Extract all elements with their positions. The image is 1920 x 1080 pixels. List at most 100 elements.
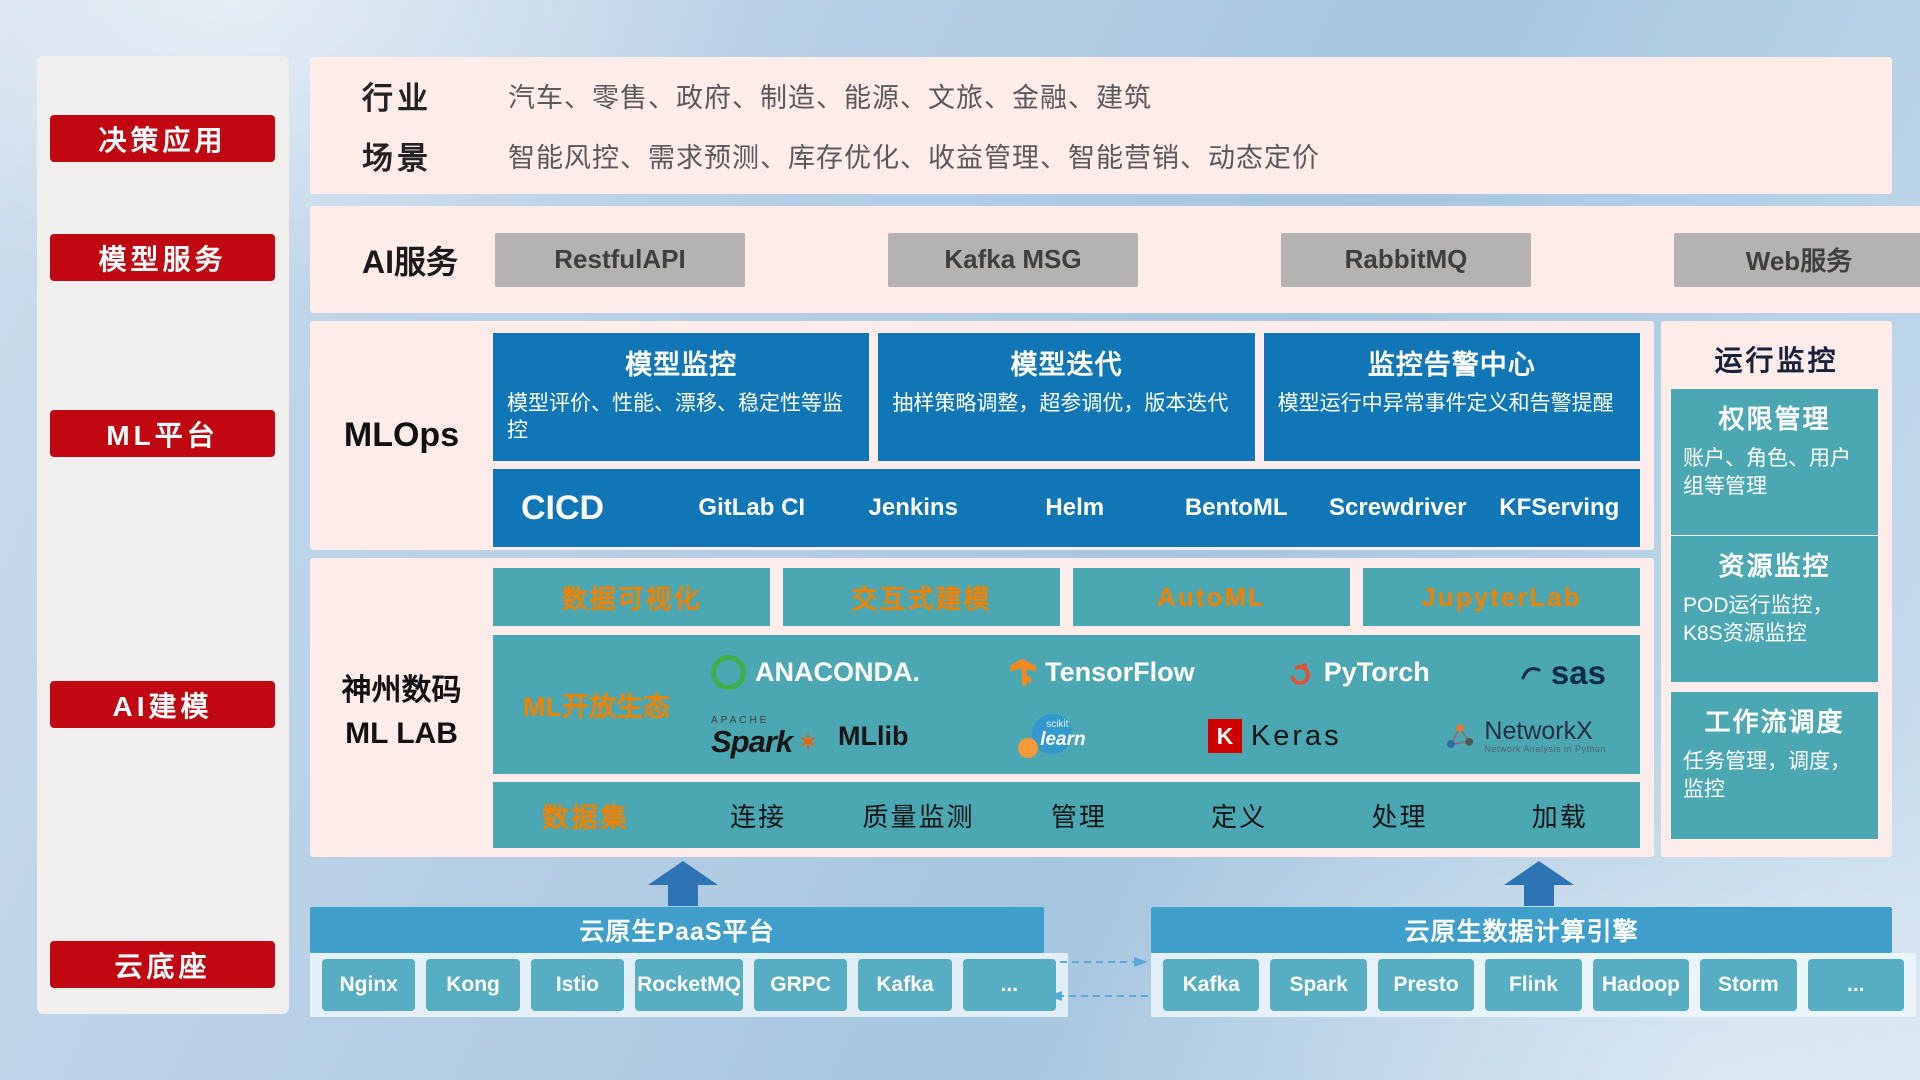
eco-logo-row-1: ANACONDA. TensorFlow PyTorch: [711, 641, 1606, 705]
runtime-monitor-panel: 运行监控 权限管理 账户、角色、用户组等管理 资源监控 POD运行监控，K8S资…: [1661, 321, 1892, 857]
nginx-chip: Nginx: [322, 959, 416, 1011]
dataset-label: 数据集: [542, 802, 629, 833]
kafka-chip: Kafka: [1163, 959, 1260, 1011]
scikit-text: scikit: [1046, 719, 1069, 731]
scikit-learn-icon-accent: [1018, 738, 1039, 759]
industry-label: 行业: [362, 80, 432, 116]
cicd-bar: CICD GitLab CI Jenkins Helm BentoML Scre…: [493, 469, 1640, 547]
card-title: 权限管理: [1718, 404, 1831, 434]
networkx-icon: [1447, 724, 1474, 749]
automl-box: AutoML: [1073, 568, 1350, 626]
sidebar-item-decision-application: 决策应用: [50, 115, 275, 162]
scene-line: 场景 智能风控、需求预测、库存优化、收益管理、智能营销、动态定价: [362, 133, 1892, 178]
cicd-item-helm: Helm: [1045, 494, 1105, 521]
scikit-learn-icon: [1032, 714, 1073, 755]
mllab-label-line1: 神州数码: [341, 673, 462, 707]
mllab-tools-row: 数据可视化 交互式建模 AutoML JupyterLab: [493, 568, 1640, 626]
cicd-item-screwdriver: Screwdriver: [1329, 494, 1467, 521]
sas-icon: [1521, 666, 1541, 680]
grpc-chip: GRPC: [753, 959, 848, 1011]
card-desc: 账户、角色、用户组等管理: [1683, 447, 1851, 498]
scene-label: 场景: [362, 141, 432, 177]
card-desc: 抽样策略调整，超参调优，版本迭代: [892, 392, 1229, 415]
paas-platform-bar: 云原生PaaS平台: [310, 907, 1044, 953]
rabbitmq-box: RabbitMQ: [1281, 232, 1531, 287]
data-engine-bar: 云原生数据计算引擎: [1151, 907, 1892, 953]
card-desc: 模型运行中异常事件定义和告警提醒: [1277, 392, 1614, 415]
mllab-panel: 神州数码 ML LAB 数据可视化 交互式建模 AutoML JupyterLa…: [310, 558, 1654, 857]
dataset-item-process: 处理: [1371, 801, 1428, 832]
networkx-subtext: Network Analysis in Python: [1484, 744, 1606, 755]
more-chip: ...: [962, 959, 1057, 1011]
sidebar-item-ml-platform: ML平台: [50, 410, 275, 457]
dataset-item-manage: 管理: [1050, 801, 1107, 832]
keras-icon: K: [1207, 719, 1242, 754]
left-sidebar: 决策应用 模型服务 ML平台 AI建模 云底座: [37, 56, 289, 1014]
eco-label: ML开放生态: [523, 692, 670, 722]
permission-management-card: 权限管理 账户、角色、用户组等管理: [1671, 389, 1878, 535]
anaconda-text: ANACONDA.: [755, 657, 920, 688]
networkx-logo: NetworkX Network Analysis in Python: [1445, 717, 1606, 755]
cicd-item-jenkins: Jenkins: [868, 494, 958, 521]
mllab-label: 神州数码 ML LAB: [310, 558, 493, 857]
ai-service-label: AI服务: [362, 243, 459, 280]
mlops-panel: MLOps 模型监控 模型评价、性能、漂移、稳定性等监控 模型迭代 抽样策略调整…: [310, 321, 1654, 550]
sas-logo: sas: [1520, 654, 1606, 692]
paas-chip-strip: Nginx Kong Istio RocketMQ GRPC Kafka ...: [310, 953, 1068, 1017]
apache-text: APACHE: [711, 714, 770, 726]
dataset-item-quality: 质量监测: [862, 801, 975, 832]
card-title: 监控告警中心: [1367, 350, 1536, 380]
dataset-item-define: 定义: [1211, 801, 1268, 832]
scikit-learn-logo: scikit learn: [1012, 712, 1104, 760]
cicd-item-bentoml: BentoML: [1184, 494, 1288, 521]
pytorch-icon: [1289, 662, 1310, 685]
resource-monitor-card: 资源监控 POD运行监控，K8S资源监控: [1671, 536, 1878, 682]
kong-chip: Kong: [426, 959, 520, 1011]
data-visualization-box: 数据可视化: [493, 568, 770, 626]
industry-line: 行业 汽车、零售、政府、制造、能源、文旅、金融、建筑: [362, 73, 1892, 118]
model-monitoring-card: 模型监控 模型评价、性能、漂移、稳定性等监控: [493, 333, 870, 461]
mllab-label-line2: ML LAB: [345, 716, 458, 750]
runtime-monitor-title: 运行监控: [1714, 345, 1839, 376]
up-arrow-icon: [648, 861, 718, 906]
sidebar-item-ai-modeling: AI建模: [50, 681, 275, 728]
scene-values: 智能风控、需求预测、库存优化、收益管理、智能营销、动态定价: [508, 143, 1320, 174]
card-title: 工作流调度: [1704, 707, 1845, 737]
hadoop-chip: Hadoop: [1592, 959, 1690, 1011]
up-arrow-icon: [1504, 861, 1574, 906]
card-desc: 模型评价、性能、漂移、稳定性等监控: [507, 392, 843, 443]
industry-values: 汽车、零售、政府、制造、能源、文旅、金融、建筑: [508, 82, 1152, 113]
card-desc: POD运行监控，K8S资源监控: [1683, 594, 1834, 645]
more-chip: ...: [1807, 959, 1904, 1011]
card-title: 资源监控: [1718, 551, 1831, 581]
web-service-box: Web服务: [1674, 232, 1920, 287]
cicd-item-kfserving: KFServing: [1499, 494, 1620, 521]
sidebar-item-cloud-base: 云底座: [50, 941, 275, 988]
spark-star-icon: ✶: [797, 726, 819, 757]
tensorflow-icon: [1010, 658, 1037, 687]
tensorflow-text: TensorFlow: [1045, 657, 1195, 688]
tensorflow-logo: TensorFlow: [1010, 657, 1195, 688]
ai-service-buttons: RestfulAPI Kafka MSG RabbitMQ Web服务: [495, 232, 1920, 287]
sas-text: sas: [1550, 653, 1606, 691]
presto-chip: Presto: [1377, 959, 1475, 1011]
model-iteration-card: 模型迭代 抽样策略调整，超参调优，版本迭代: [878, 333, 1255, 461]
workflow-schedule-card: 工作流调度 任务管理，调度，监控: [1671, 692, 1878, 839]
data-flow-dashed-arrows: [1048, 957, 1148, 1001]
apache-spark-logo: APACHE Spark ✶ MLlib: [711, 715, 908, 758]
cicd-label: CICD: [521, 488, 605, 527]
interactive-modeling-box: 交互式建模: [783, 568, 1060, 626]
eco-logos: ANACONDA. TensorFlow PyTorch: [711, 635, 1640, 774]
keras-logo: K Keras: [1207, 719, 1342, 754]
pytorch-logo: PyTorch: [1285, 657, 1430, 688]
jupyterlab-box: JupyterLab: [1363, 568, 1640, 626]
pytorch-text: PyTorch: [1323, 657, 1430, 688]
scikit-learn-text: learn: [1040, 729, 1086, 751]
dataset-bar: 数据集 连接 质量监测 管理 定义 处理 加载: [493, 782, 1640, 848]
networkx-wordmark: NetworkX Network Analysis in Python: [1484, 717, 1606, 755]
sidebar-item-model-service: 模型服务: [50, 234, 275, 281]
card-desc: 任务管理，调度，监控: [1683, 750, 1851, 801]
storm-chip: Storm: [1700, 959, 1797, 1011]
spark-text: Spark: [711, 723, 793, 759]
istio-chip: Istio: [530, 959, 625, 1011]
